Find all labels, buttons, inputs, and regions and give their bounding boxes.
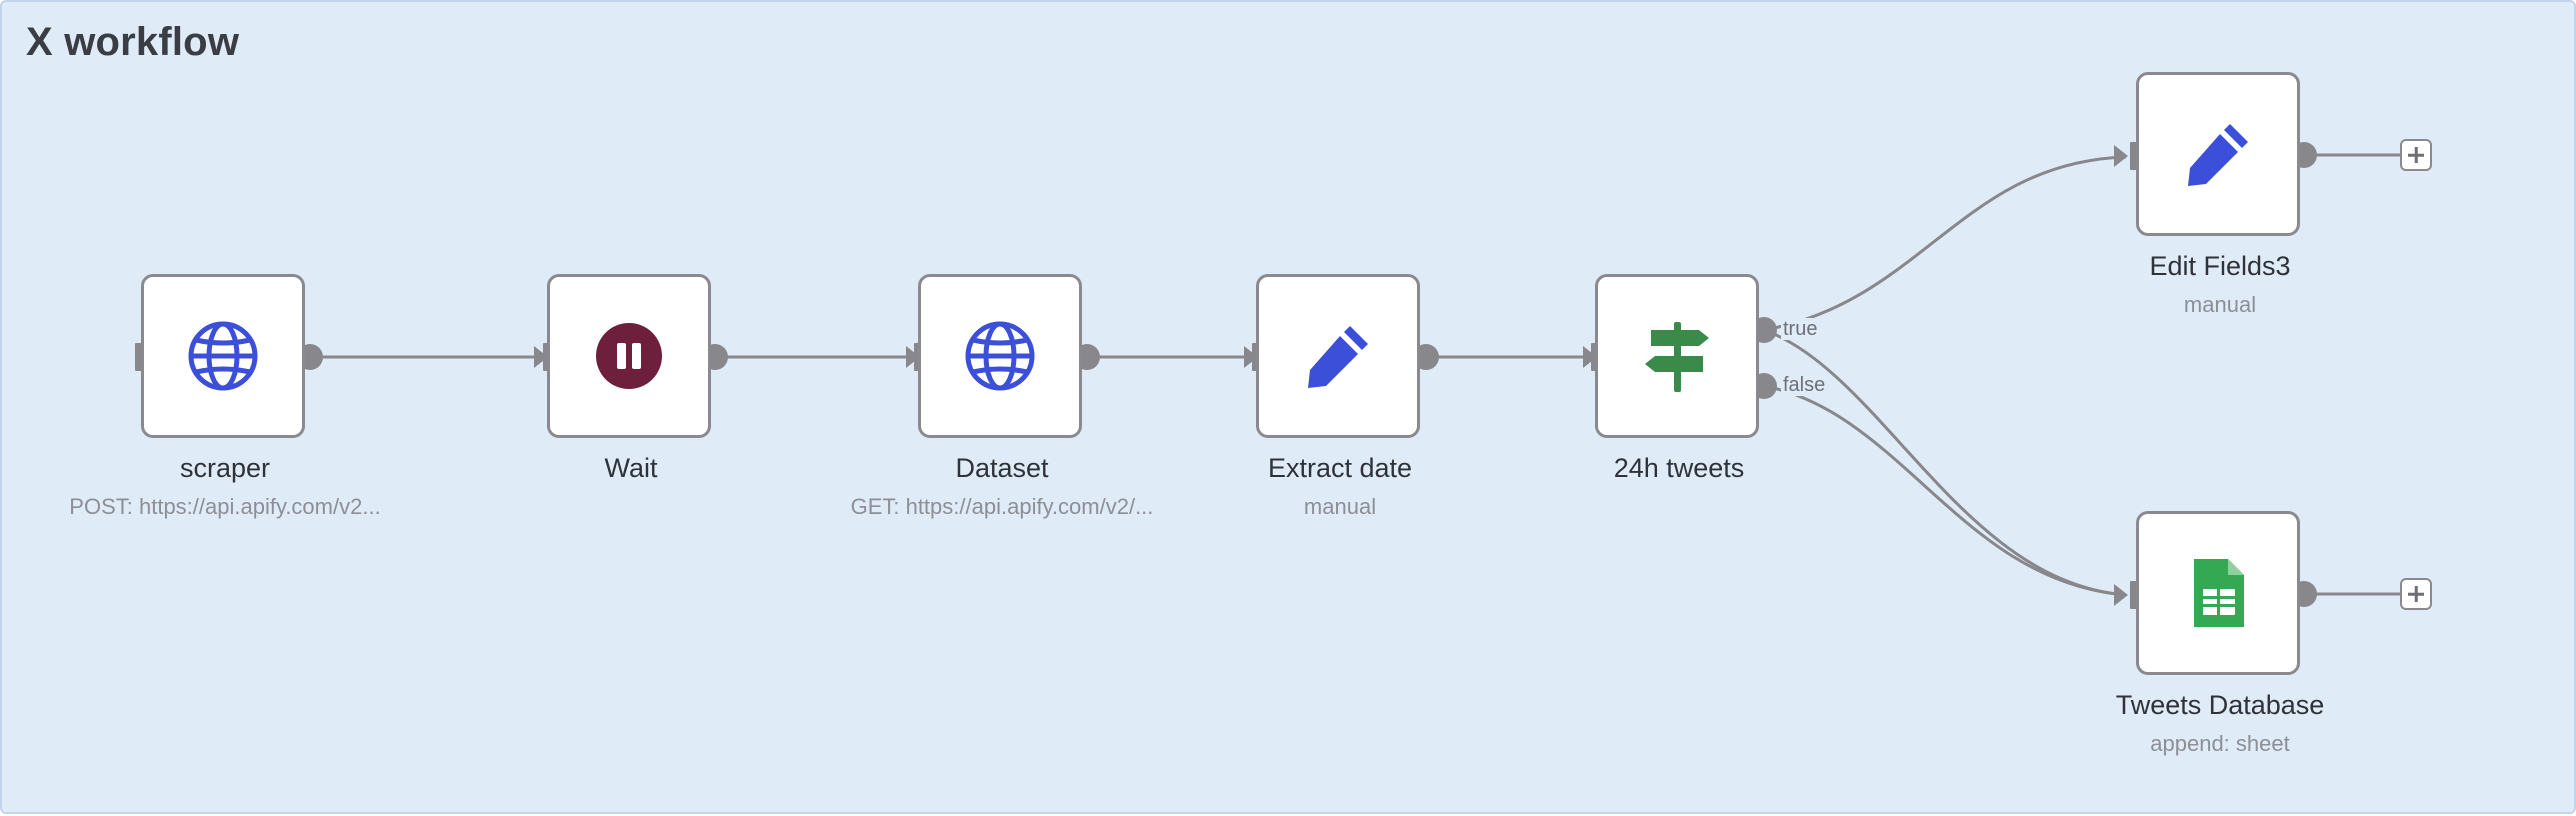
arrowhead [1583, 346, 1597, 368]
pencil-icon [1298, 316, 1378, 396]
arrowhead [1244, 346, 1258, 368]
node-sublabel-scraper: POST: https://api.apify.com/v2... [69, 494, 381, 519]
add-node-button[interactable] [2400, 578, 2432, 610]
connection-false-tweetsdb [1763, 384, 2127, 597]
branch-label-true: true [1781, 318, 1820, 340]
node-scraper[interactable] [141, 274, 305, 438]
node-label-24h-tweets: 24h tweets [1613, 453, 1745, 483]
node-wait[interactable] [547, 274, 711, 438]
node-dataset[interactable] [918, 274, 1082, 438]
add-node-button[interactable] [2400, 139, 2432, 171]
node-label-edit-fields3: Edit Fields3 [2149, 251, 2291, 281]
node-tweets-database[interactable] [2136, 511, 2300, 675]
pause-icon [589, 316, 669, 396]
node-label-dataset: Dataset [955, 453, 1049, 483]
node-label-wait: Wait [604, 453, 658, 483]
node-edit-fields3[interactable] [2136, 72, 2300, 236]
node-sublabel-edit-fields3: manual [2183, 292, 2257, 317]
spreadsheet-icon [2178, 553, 2258, 633]
workflow-title: X workflow [26, 20, 240, 64]
node-label-extract-date: Extract date [1267, 453, 1413, 483]
pencil-icon [2178, 114, 2258, 194]
node-sublabel-extract-date: manual [1303, 494, 1377, 519]
branch-label-false: false [1781, 374, 1828, 396]
node-sublabel-tweets-database: append: sheet [2150, 731, 2290, 756]
node-sublabel-dataset: GET: https://api.apify.com/v2/... [850, 494, 1154, 519]
arrowhead [906, 346, 920, 368]
globe-icon [183, 316, 263, 396]
arrowhead [2114, 584, 2128, 606]
node-extract-date[interactable] [1256, 274, 1420, 438]
signpost-icon [1637, 316, 1717, 396]
connection-true-editfields [1763, 155, 2127, 332]
globe-icon [960, 316, 1040, 396]
connection-true-tweetsdb [1763, 328, 2127, 597]
arrowhead [534, 346, 548, 368]
node-label-scraper: scraper [179, 453, 271, 483]
node-24h-tweets[interactable] [1595, 274, 1759, 438]
arrowhead [2114, 145, 2128, 167]
node-label-tweets-database: Tweets Database [2115, 690, 2325, 720]
